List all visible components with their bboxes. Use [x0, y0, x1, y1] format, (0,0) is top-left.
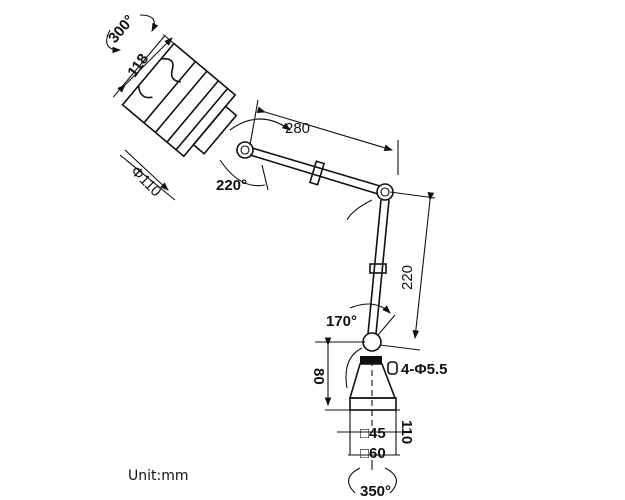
arm1-length-label: 280: [285, 120, 310, 137]
base-inner-square-label: □45: [360, 425, 386, 442]
lamp-head: [112, 34, 238, 158]
unit-label: Unit:mm: [128, 468, 189, 484]
head-rotation-label: 300°: [105, 12, 138, 47]
mount-holes-label: 4-Φ5.5: [401, 361, 448, 378]
joint1-rotation-label: 220°: [216, 177, 247, 194]
joint-3: [362, 332, 382, 352]
base-outer-square-label: □60: [360, 445, 386, 462]
joint-1: [236, 141, 254, 159]
joint3-rotation-label: 170°: [326, 313, 357, 330]
base-rotation-label: 350°: [360, 483, 391, 500]
head-diameter-label: Φ110: [127, 163, 164, 200]
arm-2: [367, 199, 390, 335]
base-height-label: 80: [310, 368, 327, 385]
arm2-length-label: 220: [399, 265, 416, 290]
arm-1: [249, 147, 381, 195]
base-total-label: 110: [398, 420, 415, 444]
